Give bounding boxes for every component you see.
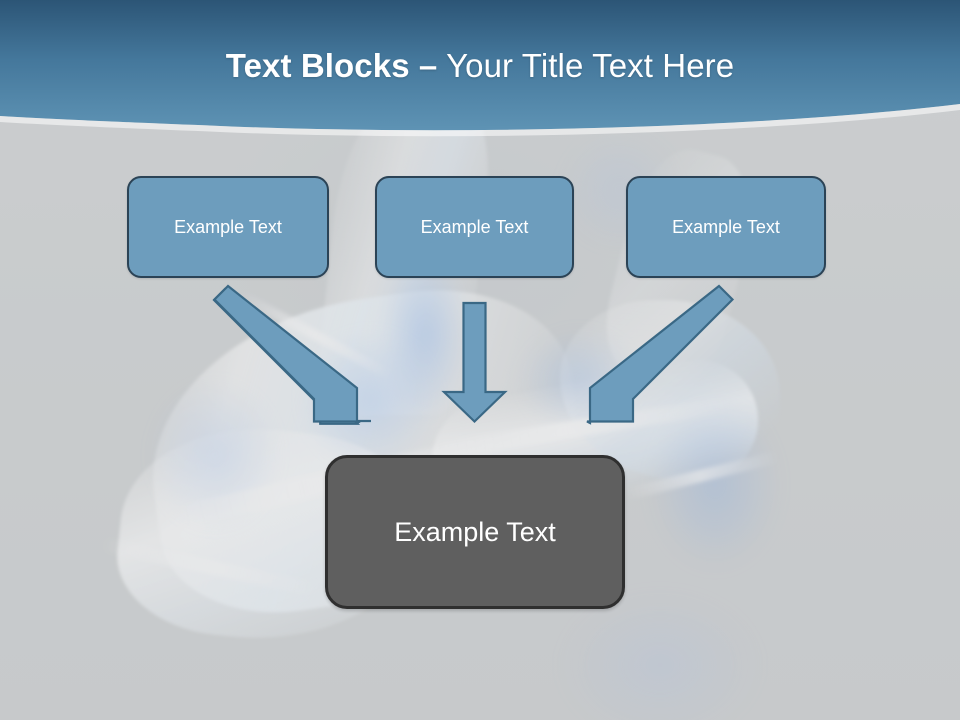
banner-edge-highlight — [0, 104, 960, 137]
title-banner — [0, 0, 960, 137]
text-block-2-label: Example Text — [420, 216, 529, 237]
page-title: Text Blocks – Your Title Text Here — [0, 47, 960, 84]
text-block-1[interactable]: Example Text — [127, 176, 329, 278]
text-block-1-label: Example Text — [174, 216, 282, 237]
banner-shape — [0, 0, 960, 131]
background-blue-glow — [560, 590, 760, 720]
result-text-block-label: Example Text — [394, 516, 556, 547]
text-block-3-label: Example Text — [672, 216, 780, 237]
title-bold-part: Text Blocks – — [225, 47, 438, 84]
title-light-part: Your Title Text Here — [437, 47, 735, 84]
text-block-3[interactable]: Example Text — [626, 176, 826, 278]
text-block-2[interactable]: Example Text — [375, 176, 574, 278]
result-text-block[interactable]: Example Text — [325, 455, 625, 609]
